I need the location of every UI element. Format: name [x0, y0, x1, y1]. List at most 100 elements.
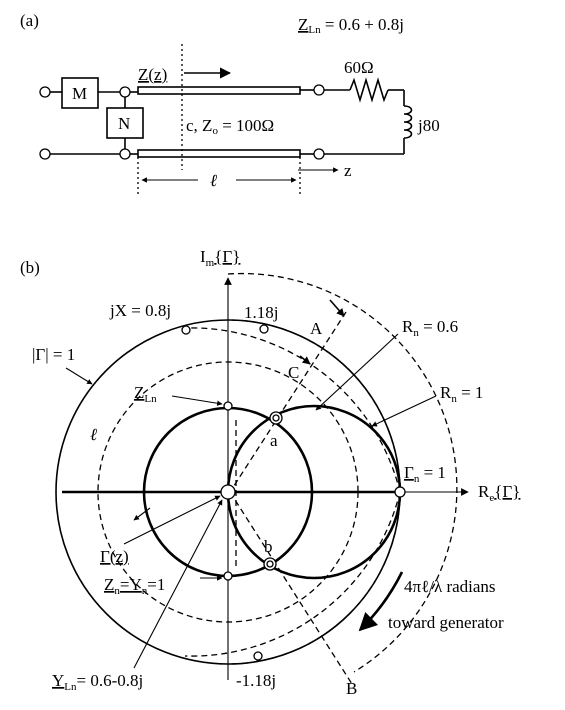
arc-a-arrow: [329, 299, 345, 317]
length-label: ℓ: [210, 171, 217, 190]
inductor-icon: [403, 105, 413, 139]
zln-arrow: [171, 395, 223, 406]
gamma-n-sub: n: [414, 473, 420, 485]
point-b-lower-inner: [266, 560, 274, 568]
gamma-unit-arrow: [65, 367, 93, 385]
re-axis-label: Re{Γ}: [478, 482, 520, 504]
zln-label: ZLn: [134, 383, 157, 405]
gamma-z-text: Γ(z): [100, 547, 129, 566]
smith-chart: (b) Re{Γ} Im{Γ}: [20, 247, 520, 698]
point-minus118: [253, 651, 263, 661]
toward-generator-label: toward generator: [388, 613, 504, 632]
reactance-arc-upper-2: [227, 319, 401, 493]
bottom-118-label: -1.18j: [236, 671, 276, 690]
yln-prefix: Y: [52, 671, 64, 690]
gamma-n-label: Γn = 1: [404, 463, 446, 485]
reactance-arc-lower-2: [227, 491, 401, 665]
reactance-dashed-circle-inner: [97, 361, 359, 623]
yn-sub: n: [142, 585, 148, 597]
tline-bottom-conductor: [137, 149, 301, 158]
z-ln-value: = 0.6 + 0.8j: [321, 15, 404, 34]
point-a-lower-label: a: [270, 431, 278, 450]
im-axis-label: Im{Γ}: [200, 247, 240, 269]
rn1-label: Rn = 1: [440, 383, 483, 405]
z-axis-label: z: [344, 161, 352, 180]
point-jx08: [181, 325, 191, 335]
point-a-lower-inner: [272, 414, 280, 422]
line-a-center: [229, 311, 347, 493]
terminal-left-top: [39, 86, 51, 98]
outer-dashed-arc: [227, 272, 458, 673]
re-axis-sub: e: [489, 492, 494, 504]
gamma-z-line: [123, 495, 221, 545]
im-axis-i: I: [200, 247, 206, 266]
rn1-arrow: [371, 395, 437, 427]
line-label-prefix: c, Z: [186, 116, 212, 135]
yln-arrow: [133, 499, 223, 669]
yln-sub: Ln: [64, 681, 77, 693]
z-ln-symbol: Z: [298, 15, 308, 34]
point-b-lower-label: b: [264, 537, 273, 556]
gamma-n-prefix: Γ: [404, 463, 414, 482]
z-ln-subscript: Ln: [308, 24, 321, 36]
point-zln: [223, 401, 233, 411]
rn1-value: = 1: [457, 383, 484, 402]
resistor-label: 60Ω: [344, 58, 374, 77]
zln-prefix: Z: [134, 383, 144, 402]
line-label-value: = 100Ω: [218, 116, 274, 135]
point-118: [259, 324, 269, 334]
z-ln-equation: ZLn = 0.6 + 0.8j: [298, 15, 404, 36]
arc-c-arrow: [299, 355, 311, 365]
box-n-label: N: [118, 114, 130, 133]
terminal-load-top: [313, 84, 325, 96]
part-a-label: (a): [20, 11, 39, 30]
part-b-label: (b): [20, 258, 40, 277]
reactance-arc-lower: [184, 491, 401, 657]
rn06-label: Rn = 0.6: [402, 317, 458, 339]
rn1-prefix: R: [440, 383, 452, 402]
point-b-upper-label: B: [346, 679, 357, 698]
yln-value: = 0.6-0.8j: [77, 671, 144, 690]
box-m: [61, 77, 99, 109]
rn06-arrow: [315, 333, 399, 411]
gamma-n-value: = 1: [419, 463, 446, 482]
zln-sub: Ln: [144, 393, 157, 405]
box-m-label: M: [72, 84, 87, 103]
re-axis-rest: {Γ}: [494, 482, 520, 501]
gamma-unit-label: |Γ| = 1: [32, 345, 75, 364]
rn06-sub: n: [413, 327, 419, 339]
zz-text: Z(z): [138, 65, 167, 84]
terminal-left-bottom: [39, 148, 51, 160]
re-axis-r: R: [478, 482, 490, 501]
toward-generator-arrow: [358, 571, 404, 632]
zz-label: Z(z): [138, 65, 167, 84]
yln-label: YLn= 0.6-0.8j: [52, 671, 143, 693]
point-gamma-n: [394, 486, 406, 498]
im-axis-rest: {Γ}: [214, 247, 240, 266]
zn-end: =1: [147, 575, 165, 594]
gamma-z-label: Γ(z): [100, 547, 129, 566]
node-bottom: [119, 148, 131, 160]
circuit-diagram: (a) ZLn = 0.6 + 0.8j M N 60Ω: [20, 11, 440, 195]
tline-top-conductor: [137, 86, 301, 95]
point-c-label: C: [288, 363, 299, 382]
zn-sub: n: [114, 585, 120, 597]
gamma-z-side-arrow: [133, 507, 151, 521]
point-yln: [223, 571, 233, 581]
resistor-icon: [349, 77, 389, 103]
zn-yn-label: Zn=Yn=1: [104, 575, 165, 597]
reactance-arc-upper: [184, 327, 401, 493]
im-axis-sub: m: [206, 257, 215, 269]
top-118-label: 1.18j: [244, 303, 278, 322]
line-label-sub: o: [212, 125, 218, 137]
rn1-sub: n: [451, 393, 457, 405]
point-center: [220, 484, 236, 500]
inductor-label: j80: [417, 116, 440, 135]
zn-symbol: Z: [104, 575, 114, 594]
terminal-load-bottom: [313, 148, 325, 160]
radians-label: 4πℓ/λ radians: [404, 577, 496, 596]
rn06-prefix: R: [402, 317, 414, 336]
jx-label: jX = 0.8j: [109, 301, 171, 320]
line-center-b: [229, 491, 353, 685]
